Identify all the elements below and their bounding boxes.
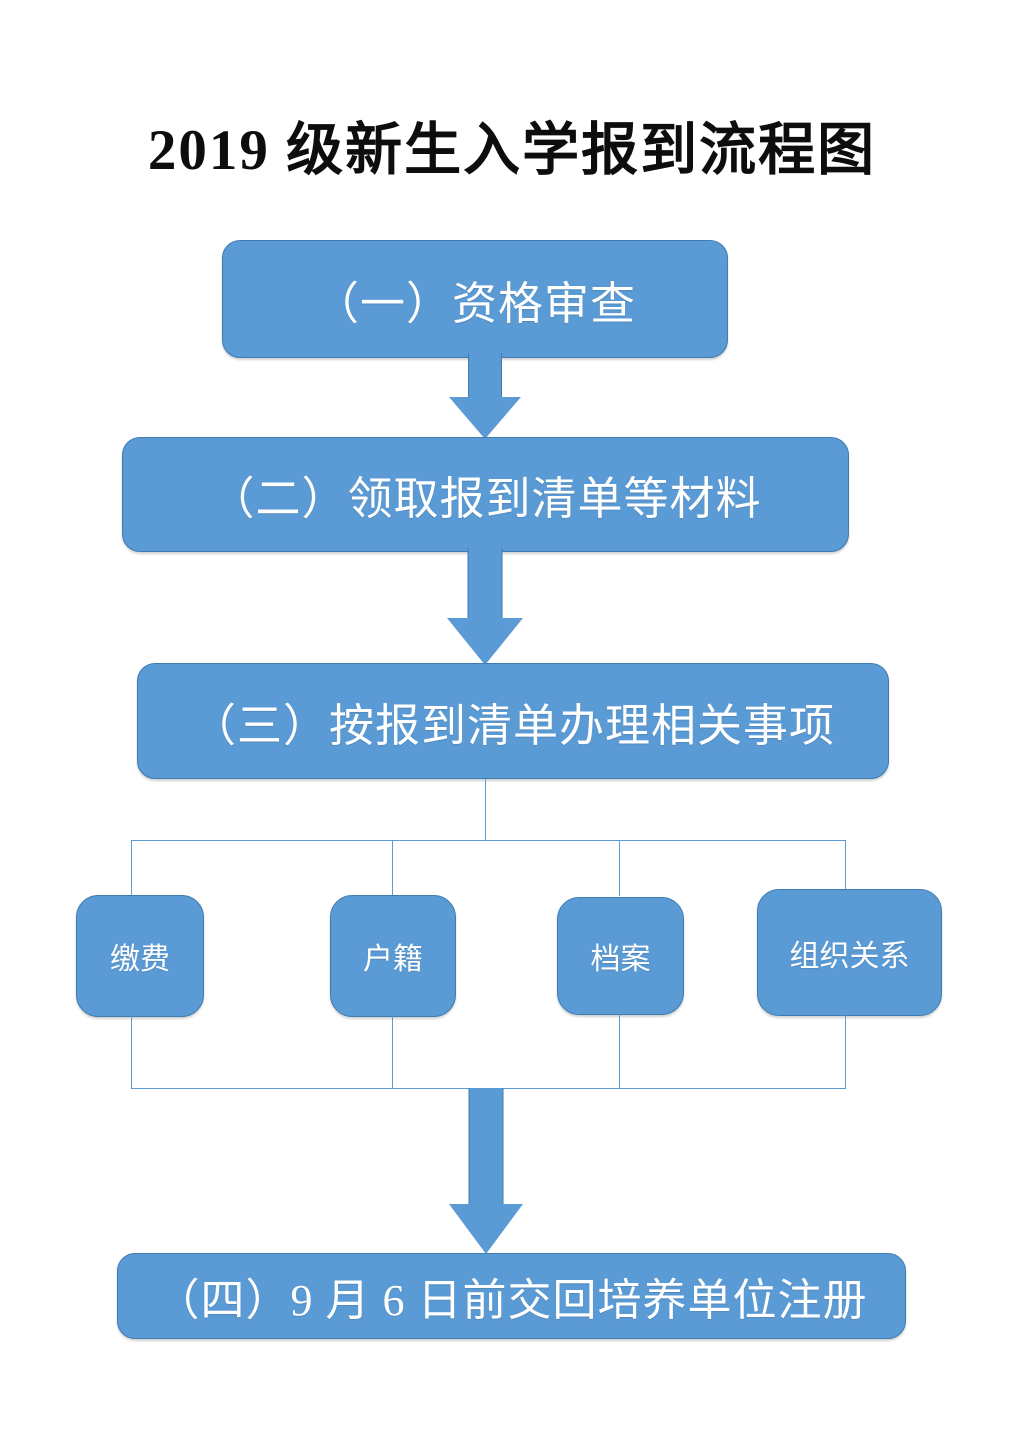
connector-drop-sub3 [619, 840, 620, 896]
flow-node-sub1-label: 缴费 [110, 943, 170, 976]
flow-node-step4-label: （四）9 月 6 日前交回培养单位注册 [155, 1276, 868, 1325]
flow-node-step1-label: （一）资格审查 [313, 278, 636, 329]
flow-node-sub2[interactable]: 户籍 [330, 895, 456, 1017]
flow-node-step1[interactable]: （一）资格审查 [222, 240, 728, 358]
page-title: 2019 级新生入学报到流程图 [147, 119, 877, 182]
arrow-down-substeps-step4 [449, 1088, 523, 1258]
connector-drop-sub1 [131, 840, 132, 896]
connector-rise-sub1 [131, 1016, 132, 1088]
flow-node-sub4[interactable]: 组织关系 [757, 889, 942, 1016]
connector-rise-sub2 [392, 1016, 393, 1088]
arrow-shaft [467, 548, 503, 620]
arrow-shaft [468, 353, 502, 399]
connector-rise-sub3 [619, 1014, 620, 1088]
flow-node-step2-label: （二）领取报到清单等材料 [209, 474, 762, 524]
flow-node-sub1[interactable]: 缴费 [76, 895, 204, 1017]
arrow-down-step2-step3 [445, 548, 525, 667]
arrow-head [447, 618, 523, 665]
flow-node-step2[interactable]: （二）领取报到清单等材料 [122, 437, 849, 552]
arrow-down-step1-step2 [449, 353, 521, 441]
flow-node-step3[interactable]: （三）按报到清单办理相关事项 [137, 663, 889, 779]
arrow-head [449, 397, 521, 439]
flow-node-step4[interactable]: （四）9 月 6 日前交回培养单位注册 [117, 1253, 906, 1339]
flow-node-sub2-label: 户籍 [363, 943, 423, 976]
flow-node-sub4-label: 组织关系 [789, 939, 910, 973]
arrow-shaft [468, 1088, 504, 1206]
connector-drop-sub4 [845, 840, 846, 890]
connector-bus-top [131, 840, 846, 841]
connector-rise-sub4 [845, 1015, 846, 1088]
flow-node-sub3-label: 档案 [590, 943, 651, 976]
flow-node-step3-label: （三）按报到清单办理相关事项 [190, 700, 835, 751]
connector-stem-step3 [485, 779, 486, 841]
arrow-head [449, 1204, 523, 1254]
flow-node-sub3[interactable]: 档案 [557, 897, 684, 1015]
connector-drop-sub2 [392, 840, 393, 896]
